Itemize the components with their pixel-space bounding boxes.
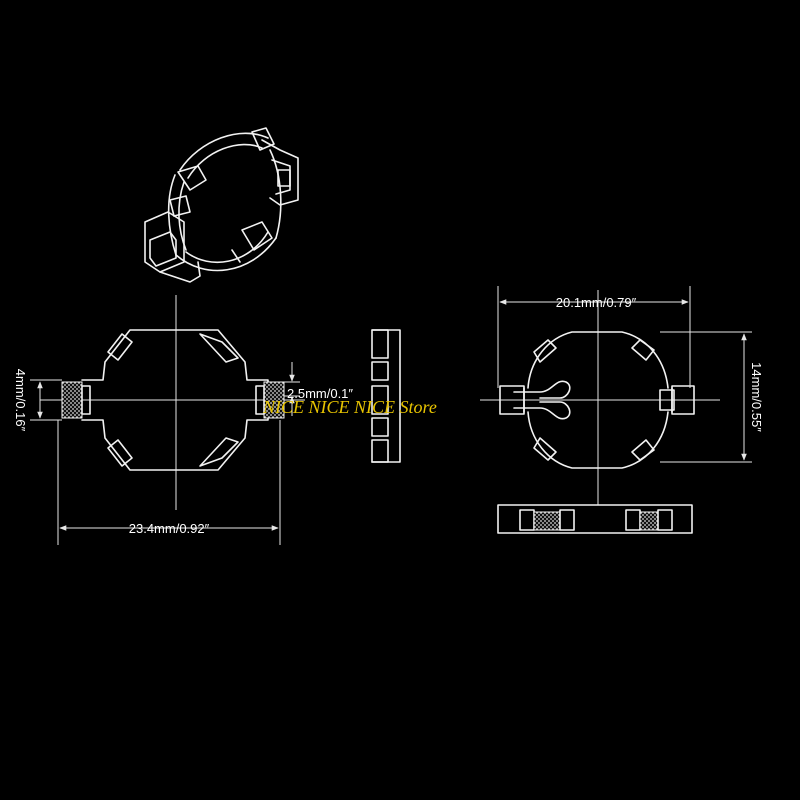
side-view: [371, 329, 401, 463]
top-view: [480, 290, 720, 534]
isometric-view: [144, 127, 299, 283]
width-total-label: 23.4mm/0.92″: [129, 521, 210, 536]
top-view-dimensions: [497, 286, 752, 463]
tab-thickness-label: 2.5mm/0.1″: [287, 386, 353, 401]
height-right-label: 14mm/0.55″: [749, 362, 764, 432]
front-view: [40, 295, 305, 510]
height-left-label: 4mm/0.16″: [13, 369, 28, 432]
front-view-dimensions: [30, 362, 300, 545]
store-watermark: NICE NICE NICE Store: [262, 397, 437, 417]
width-inner-label: 20.1mm/0.79″: [556, 295, 637, 310]
